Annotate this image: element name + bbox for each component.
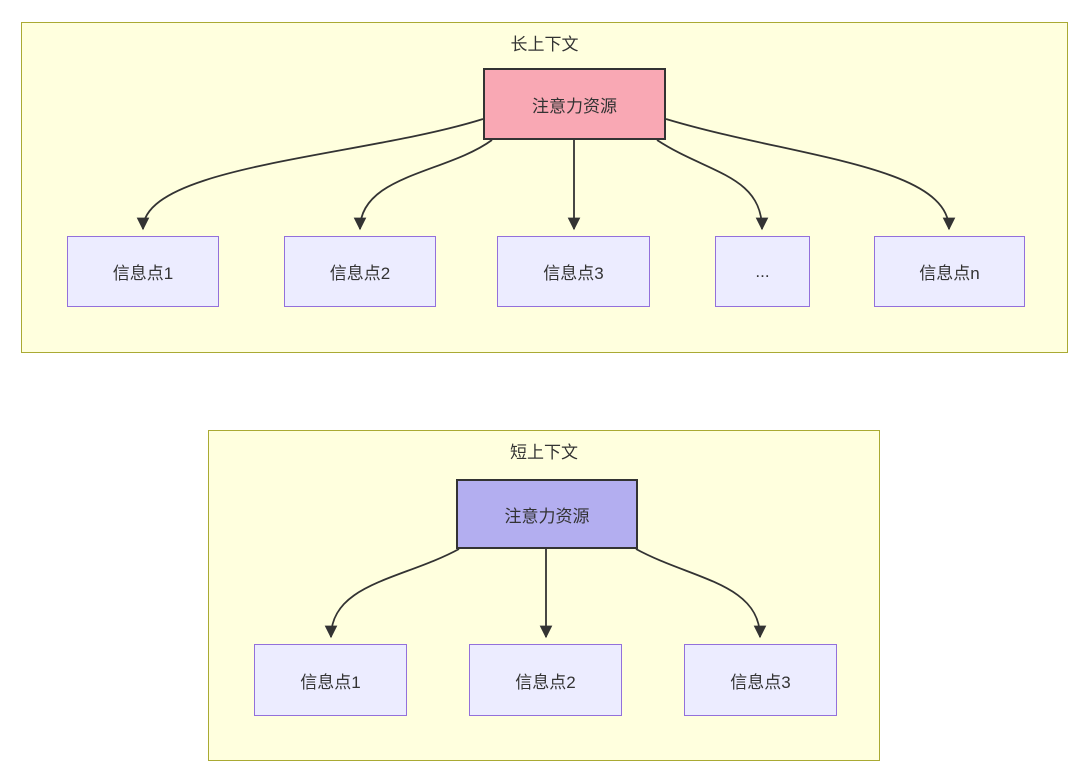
node-info-long-ellipsis: ... — [715, 236, 810, 307]
node-info-short-2: 信息点2 — [469, 644, 622, 716]
node-info-long-2-label: 信息点2 — [329, 264, 391, 283]
edge-arrow-long-5 — [665, 118, 956, 231]
edge-arrow-long-1 — [136, 118, 484, 231]
node-attention-long: 注意力资源 — [483, 68, 666, 140]
node-info-short-1: 信息点1 — [254, 644, 407, 716]
node-attention-short: 注意力资源 — [456, 479, 638, 549]
edge-arrow-long-4 — [656, 139, 769, 231]
cluster-long-context: 长上下文 注意力资源 信息点1 信息点2 信息点3 ... — [21, 22, 1068, 353]
node-info-long-1-label: 信息点1 — [112, 264, 174, 283]
cluster-short-context: 短上下文 注意力资源 信息点1 信息点2 信息点3 — [208, 430, 880, 761]
cluster-short-context-title: 短上下文 — [510, 443, 578, 462]
node-info-long-n: 信息点n — [874, 236, 1025, 307]
node-info-long-n-label: 信息点n — [919, 264, 980, 283]
node-info-short-2-label: 信息点2 — [515, 672, 576, 692]
node-info-long-ellipsis-label: ... — [755, 261, 770, 281]
node-info-short-3: 信息点3 — [684, 644, 837, 716]
node-info-long-2: 信息点2 — [284, 236, 436, 307]
node-attention-long-label: 注意力资源 — [532, 96, 617, 116]
node-info-long-3-label: 信息点3 — [543, 264, 604, 283]
cluster-long-context-title: 长上下文 — [510, 35, 579, 54]
node-info-short-3-label: 信息点3 — [730, 672, 791, 692]
edge-arrow-short-1 — [324, 548, 460, 639]
node-info-long-1: 信息点1 — [67, 236, 219, 307]
node-info-short-1-label: 信息点1 — [300, 672, 361, 692]
edge-arrow-long-2 — [353, 139, 493, 231]
node-info-long-3: 信息点3 — [497, 236, 650, 307]
edge-arrow-short-3 — [635, 548, 767, 639]
node-attention-short-label: 注意力资源 — [504, 506, 590, 526]
